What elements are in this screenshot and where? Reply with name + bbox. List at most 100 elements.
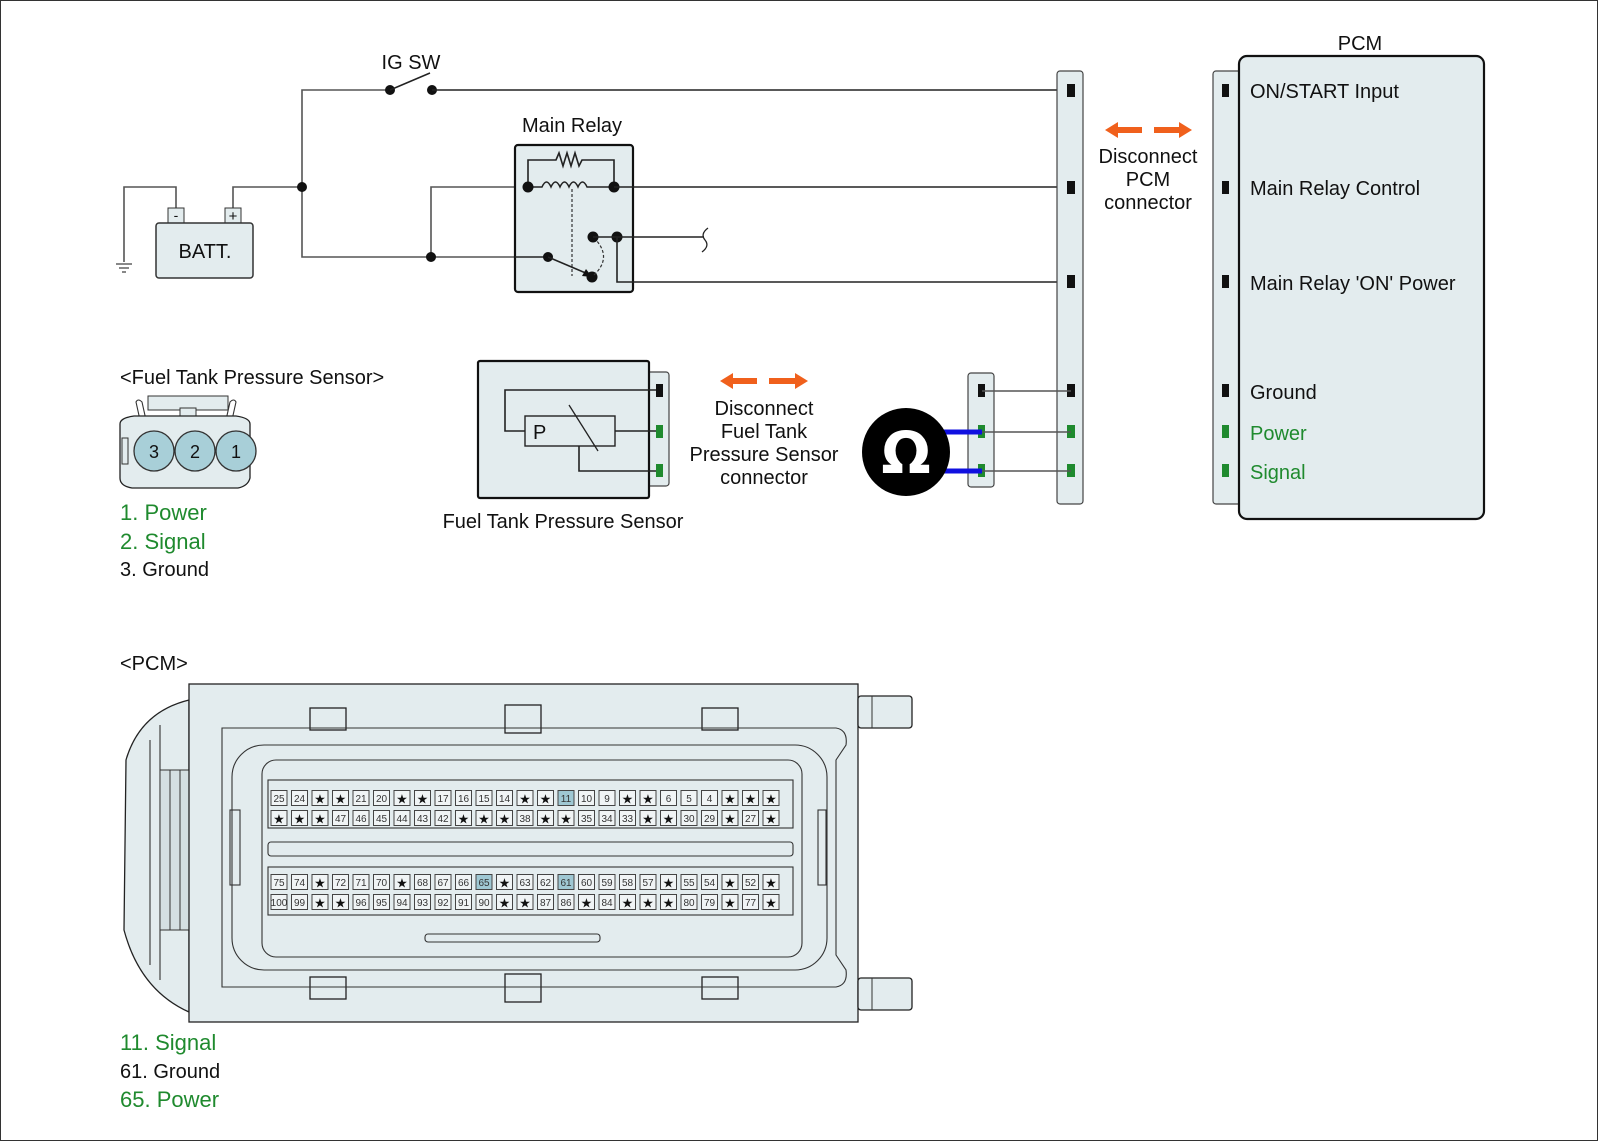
svg-text:★: ★ bbox=[478, 813, 490, 828]
svg-text:34: 34 bbox=[601, 814, 613, 825]
pcm-pin-34: 34 bbox=[598, 810, 616, 826]
pcm-pin-unused: ★ bbox=[291, 810, 308, 828]
pcm-pin-57: 57 bbox=[639, 874, 657, 890]
sensor-legend-signal: 2. Signal bbox=[120, 529, 206, 554]
pcm-pin-86: 86 bbox=[557, 894, 575, 910]
pcm-pin-47: 47 bbox=[332, 810, 349, 826]
svg-text:5: 5 bbox=[686, 794, 692, 805]
pcm-pin-63: 63 bbox=[516, 874, 534, 890]
pcm-pin-unused: ★ bbox=[537, 790, 554, 808]
svg-text:★: ★ bbox=[663, 877, 675, 892]
svg-text:★: ★ bbox=[724, 813, 736, 828]
svg-text:20: 20 bbox=[376, 794, 388, 805]
pcm-pin-unused: ★ bbox=[619, 894, 636, 912]
pcm-pin-unused: ★ bbox=[496, 810, 513, 828]
pcm-pin-25: 25 bbox=[270, 790, 288, 806]
sensor-pin-2: 2 bbox=[190, 442, 200, 462]
pcm-pin-unused: ★ bbox=[721, 810, 739, 828]
pcm-pin-unused: ★ bbox=[332, 790, 349, 808]
pcm-connector-title: <PCM> bbox=[120, 653, 188, 675]
svg-text:★: ★ bbox=[314, 793, 326, 808]
svg-text:★: ★ bbox=[540, 813, 552, 828]
pcm-pin-unused: ★ bbox=[762, 874, 780, 892]
pcm-pin-55: 55 bbox=[680, 874, 698, 890]
svg-text:★: ★ bbox=[499, 897, 511, 912]
pcm-pin-33: 33 bbox=[619, 810, 636, 826]
svg-text:24: 24 bbox=[294, 794, 306, 805]
pcm-pin-20: 20 bbox=[373, 790, 390, 806]
disconnect-pcm-line1: Disconnect bbox=[1099, 146, 1198, 168]
svg-text:30: 30 bbox=[683, 814, 695, 825]
pcm-pin-93: 93 bbox=[414, 894, 431, 910]
svg-text:★: ★ bbox=[642, 813, 654, 828]
svg-text:55: 55 bbox=[683, 878, 695, 889]
svg-text:90: 90 bbox=[478, 898, 490, 909]
svg-text:★: ★ bbox=[499, 813, 511, 828]
svg-text:80: 80 bbox=[683, 898, 695, 909]
svg-text:★: ★ bbox=[335, 793, 347, 808]
pcm-pin-11: 11 bbox=[557, 790, 575, 806]
pcm-pin-unused: ★ bbox=[742, 790, 759, 808]
pcm-pin-58: 58 bbox=[619, 874, 636, 890]
svg-text:27: 27 bbox=[745, 814, 757, 825]
svg-text:9: 9 bbox=[604, 794, 610, 805]
pcm-pin-87: 87 bbox=[537, 894, 554, 910]
pcm-pin-unused: ★ bbox=[393, 874, 411, 892]
svg-text:★: ★ bbox=[724, 877, 736, 892]
pcm-pin-unused: ★ bbox=[496, 894, 513, 912]
svg-text:★: ★ bbox=[642, 793, 654, 808]
pcm-pin-unused: ★ bbox=[578, 894, 595, 912]
disconnect-sensor-arrows-icon bbox=[720, 373, 808, 389]
svg-text:46: 46 bbox=[355, 814, 367, 825]
svg-text:86: 86 bbox=[560, 898, 572, 909]
pcm-pin-unused: ★ bbox=[496, 874, 513, 892]
pcm-pin-unused: ★ bbox=[721, 874, 739, 892]
pcm-pin-80: 80 bbox=[680, 894, 698, 910]
svg-text:95: 95 bbox=[376, 898, 388, 909]
svg-text:★: ★ bbox=[581, 897, 593, 912]
pcm-terminal-main-relay-on-power: Main Relay 'ON' Power bbox=[1250, 273, 1456, 295]
svg-text:★: ★ bbox=[745, 793, 757, 808]
battery: - + BATT. bbox=[116, 186, 302, 279]
wire-break-icon bbox=[701, 227, 709, 253]
svg-text:★: ★ bbox=[273, 813, 285, 828]
svg-text:10: 10 bbox=[581, 794, 593, 805]
svg-text:43: 43 bbox=[417, 814, 429, 825]
pcm-legend-power: 65. Power bbox=[120, 1087, 219, 1112]
svg-text:72: 72 bbox=[335, 878, 347, 889]
svg-text:38: 38 bbox=[519, 814, 531, 825]
disconnect-sensor-line3: Pressure Sensor bbox=[690, 444, 839, 466]
pcm-pin-unused: ★ bbox=[639, 894, 657, 912]
pcm-terminal-power: Power bbox=[1250, 423, 1307, 445]
battery-label: BATT. bbox=[179, 241, 232, 263]
svg-text:94: 94 bbox=[396, 898, 408, 909]
pcm-pin-59: 59 bbox=[598, 874, 616, 890]
svg-text:★: ★ bbox=[642, 897, 654, 912]
pcm-pin-75: 75 bbox=[270, 874, 288, 890]
disconnect-pcm-arrows-icon bbox=[1105, 122, 1192, 138]
svg-text:92: 92 bbox=[437, 898, 449, 909]
svg-text:★: ★ bbox=[294, 813, 306, 828]
svg-text:44: 44 bbox=[396, 814, 408, 825]
pcm-pin-unused: ★ bbox=[660, 810, 677, 828]
pcm-pin-unused: ★ bbox=[762, 790, 780, 808]
pcm-pin-unused: ★ bbox=[762, 810, 780, 828]
svg-text:★: ★ bbox=[519, 897, 531, 912]
pcm-pin-unused: ★ bbox=[332, 894, 349, 912]
pcm-pin-79: 79 bbox=[701, 894, 718, 910]
pcm-pin-21: 21 bbox=[352, 790, 370, 806]
svg-text:★: ★ bbox=[765, 897, 777, 912]
pcm-pin-95: 95 bbox=[373, 894, 390, 910]
battery-positive: + bbox=[229, 208, 238, 225]
pcm-pin-42: 42 bbox=[434, 810, 452, 826]
pcm-pin-96: 96 bbox=[352, 894, 370, 910]
svg-text:17: 17 bbox=[437, 794, 449, 805]
svg-text:59: 59 bbox=[601, 878, 613, 889]
pcm-pin-unused: ★ bbox=[516, 894, 534, 912]
svg-text:★: ★ bbox=[622, 793, 634, 808]
svg-text:15: 15 bbox=[478, 794, 490, 805]
pcm-pin-66: 66 bbox=[455, 874, 472, 890]
svg-text:★: ★ bbox=[724, 897, 736, 912]
fuel-tank-pressure-sensor: P Fuel Tank Pressure Sensor bbox=[443, 359, 684, 533]
